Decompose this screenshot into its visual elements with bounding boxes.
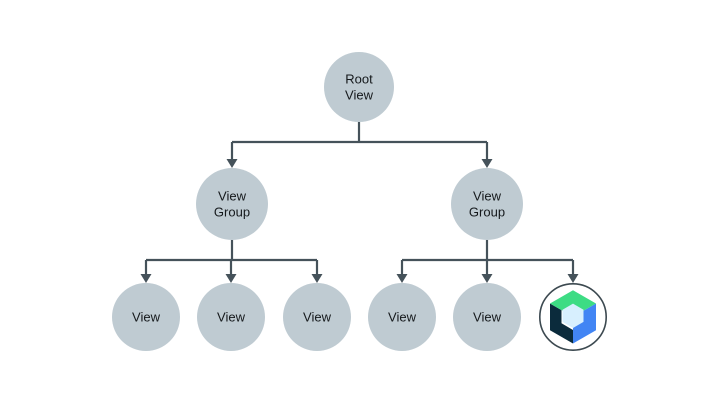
- view-4-circle[interactable]: [368, 283, 436, 351]
- arrow-head-view-5: [481, 274, 493, 283]
- connector-group-right: [396, 240, 579, 283]
- view-1-circle[interactable]: [112, 283, 180, 351]
- view-group-left-circle[interactable]: [196, 168, 268, 240]
- node-compose[interactable]: [538, 282, 607, 351]
- arrow-head-view-4: [396, 274, 408, 283]
- node-view-3[interactable]: View: [283, 283, 351, 351]
- view-3-label: View: [303, 309, 332, 324]
- node-view-group-right[interactable]: View Group: [451, 168, 523, 240]
- view-group-left-label-line2: Group: [214, 204, 250, 219]
- compose-logo-center-hexagon: [562, 303, 584, 328]
- arrow-head-view-1: [140, 274, 152, 283]
- view-3-circle[interactable]: [283, 283, 351, 351]
- view-group-right-label-line2: Group: [469, 204, 505, 219]
- view-1-label: View: [132, 309, 161, 324]
- arrow-head-view-2: [225, 274, 237, 283]
- node-view-2[interactable]: View: [197, 283, 265, 351]
- arrow-head-group-right: [481, 159, 493, 168]
- arrow-head-group-left: [226, 159, 238, 168]
- connector-group-left: [140, 240, 323, 283]
- jetpack-compose-logo-icon: [550, 290, 596, 344]
- arrow-head-view-3: [311, 274, 323, 283]
- view-group-right-label-line1: View: [473, 188, 502, 203]
- node-view-5[interactable]: View: [453, 283, 521, 351]
- arrow-head-compose-node: [567, 274, 579, 283]
- view-5-label: View: [473, 309, 502, 324]
- node-view-group-left[interactable]: View Group: [196, 168, 268, 240]
- view-2-label: View: [217, 309, 246, 324]
- node-view-1[interactable]: View: [112, 283, 180, 351]
- view-group-left-label-line1: View: [218, 188, 247, 203]
- view-5-circle[interactable]: [453, 283, 521, 351]
- view-group-right-circle[interactable]: [451, 168, 523, 240]
- root-view-label-line2: View: [345, 87, 374, 102]
- node-root-view[interactable]: Root View: [324, 52, 394, 122]
- root-view-circle[interactable]: [324, 52, 394, 122]
- view-2-circle[interactable]: [197, 283, 265, 351]
- node-view-4[interactable]: View: [368, 283, 436, 351]
- root-view-label-line1: Root: [345, 71, 373, 86]
- connector-group-root: [226, 122, 493, 168]
- view-4-label: View: [388, 309, 417, 324]
